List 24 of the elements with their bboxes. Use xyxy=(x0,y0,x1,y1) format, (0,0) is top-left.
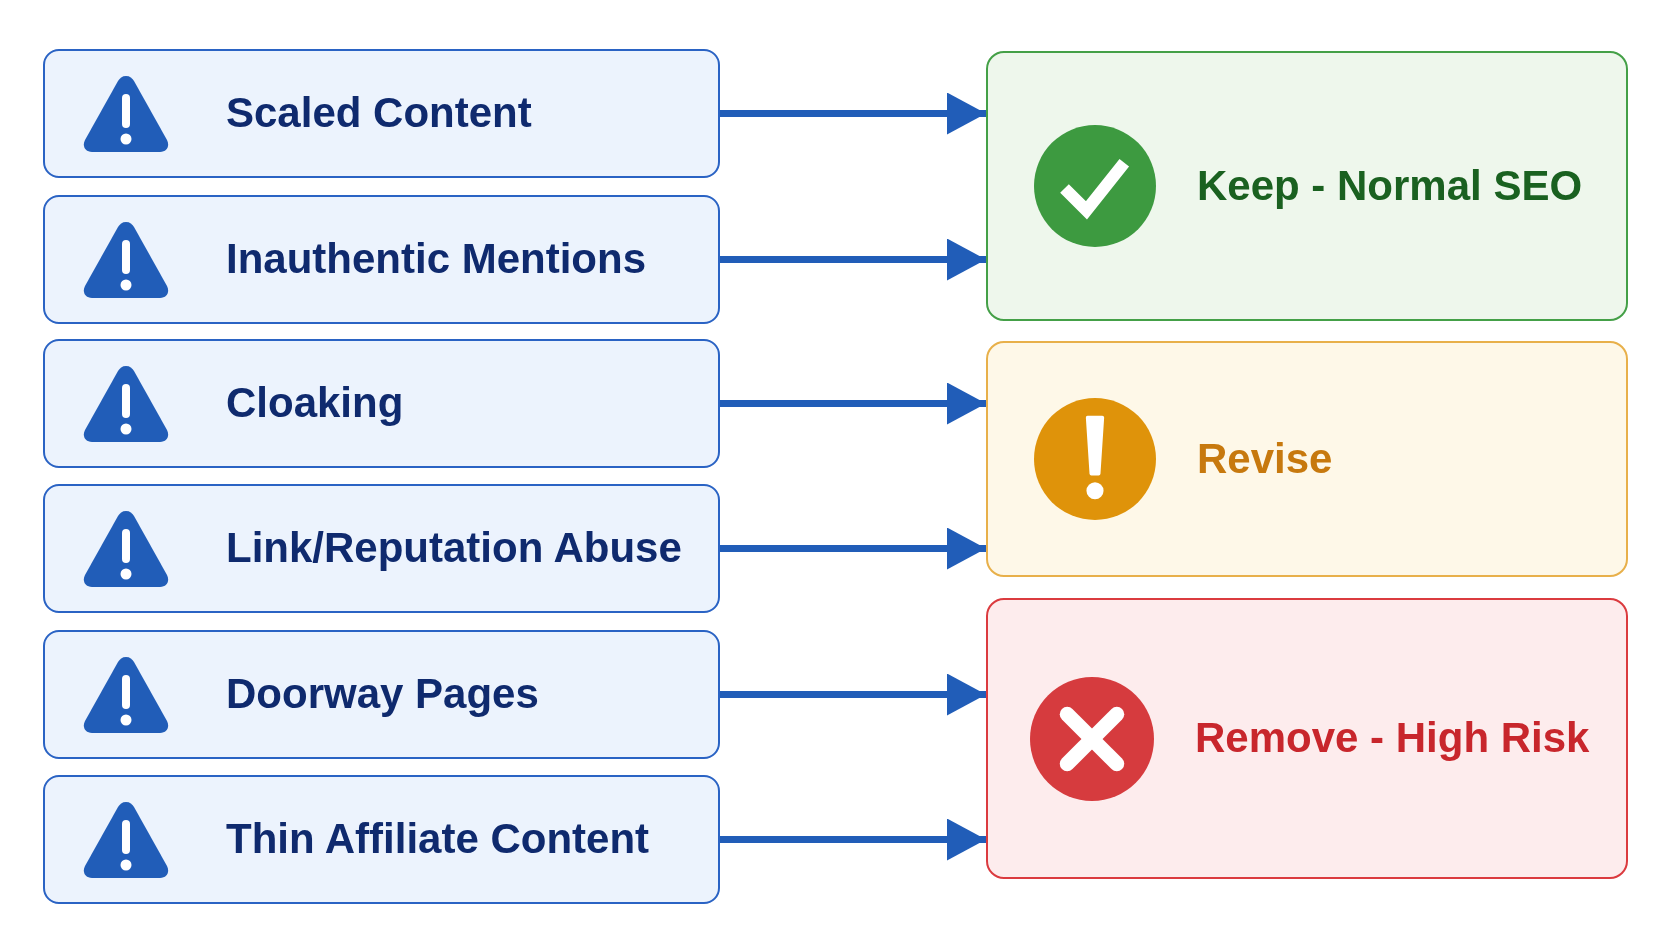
issue-box xyxy=(43,339,720,468)
issue-label: Link/Reputation Abuse xyxy=(226,523,682,574)
issue-box xyxy=(43,49,720,178)
verdict-label: Revise xyxy=(1197,433,1333,484)
issue-box xyxy=(43,484,720,613)
issue-box xyxy=(43,775,720,904)
verdict-label: Keep - Normal SEO xyxy=(1197,160,1583,211)
arrow xyxy=(720,92,986,135)
verdict-box xyxy=(986,51,1628,321)
verdict-label: Remove - High Risk xyxy=(1195,713,1590,764)
issue-label: Doorway Pages xyxy=(226,669,539,720)
arrow xyxy=(720,382,986,425)
arrow xyxy=(720,527,986,570)
issue-box xyxy=(43,195,720,324)
issue-box xyxy=(43,630,720,759)
issue-label: Thin Affiliate Content xyxy=(226,814,650,865)
arrow xyxy=(720,818,986,861)
verdict-box xyxy=(986,598,1628,879)
issue-label: Cloaking xyxy=(226,378,404,429)
issue-label: Scaled Content xyxy=(226,88,532,139)
issue-label: Inauthentic Mentions xyxy=(226,234,646,285)
arrow xyxy=(720,673,986,716)
arrow xyxy=(720,238,986,281)
verdict-box xyxy=(986,341,1628,577)
